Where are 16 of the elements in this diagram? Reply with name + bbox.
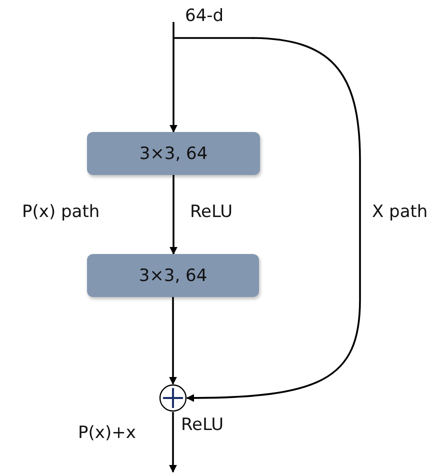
- text-label: P(x) path: [22, 204, 100, 221]
- layer-label: 3×3, 64: [138, 266, 208, 286]
- text-label: 64-d: [185, 8, 224, 25]
- sum-circle: [159, 384, 187, 412]
- layer-label: 3×3, 64: [139, 144, 208, 164]
- text-label: P(x)+x: [78, 425, 136, 442]
- layer-box: [87, 132, 260, 175]
- text-label: ReLU: [181, 417, 224, 434]
- arrow: [169, 297, 177, 385]
- arrow: [170, 175, 178, 255]
- arrow: [174, 37, 361, 402]
- arrow: [169, 412, 177, 473]
- arrow: [170, 22, 178, 133]
- edge-label: ReLU: [190, 204, 233, 221]
- layer-box: [87, 254, 259, 297]
- edge-label: X path: [372, 204, 428, 221]
